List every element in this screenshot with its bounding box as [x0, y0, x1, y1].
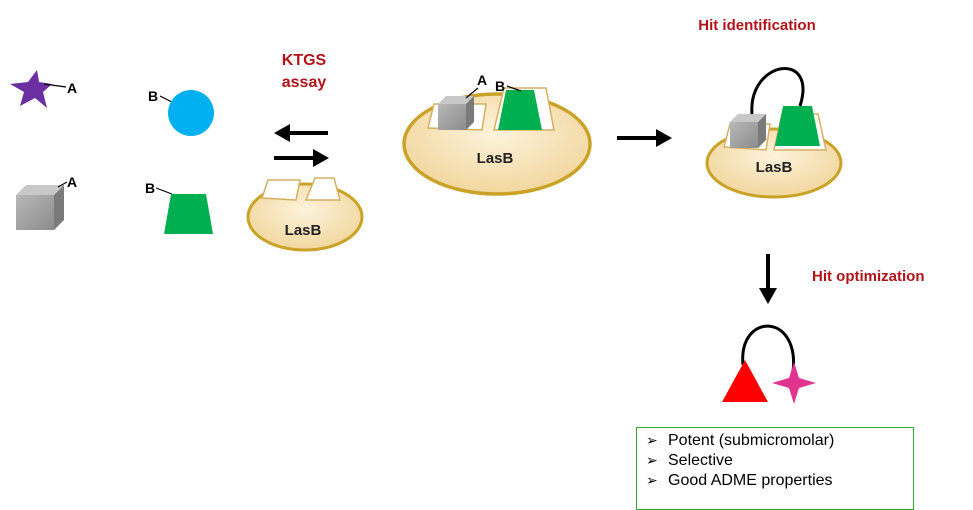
star-icon — [10, 70, 52, 108]
circle-icon — [168, 90, 214, 136]
cube-icon — [438, 96, 474, 130]
fragment-label-a-2: A — [67, 174, 77, 190]
optimized-hit — [722, 324, 816, 404]
property-text: Good ADME properties — [668, 472, 833, 489]
hit-identification-title: Hit identification — [698, 17, 816, 34]
enzyme-label-3: LasB — [756, 159, 793, 176]
hit-optimization-title: Hit optimization — [812, 268, 925, 285]
trapezoid-icon — [775, 106, 820, 146]
trapezoid-icon — [498, 90, 542, 130]
assay-title-line1: KTGS — [282, 52, 327, 69]
enzyme-label-2: LasB — [477, 150, 514, 167]
cube-icon — [16, 185, 64, 230]
property-text: Potent (submicromolar) — [668, 432, 835, 449]
four-point-star-icon — [772, 362, 816, 404]
linker-loop — [750, 67, 805, 115]
arrow-bullet-icon: ➢ — [646, 433, 658, 449]
arrow-bullet-icon: ➢ — [646, 453, 658, 469]
trapezoid-fragment-b: B — [145, 180, 213, 234]
triangle-icon — [722, 360, 768, 402]
assay-title-line2: assay — [282, 74, 327, 91]
ktgs-diagram: A B A B KTGS assay LasB — [10, 17, 925, 404]
property-item: ➢ Potent (submicromolar) — [646, 431, 913, 451]
cube-fragment-a: A — [16, 174, 77, 230]
fragment-label-b: B — [148, 88, 158, 104]
fragment-label-a-3: A — [477, 72, 487, 88]
enzyme-hit: LasB — [705, 67, 843, 199]
enzyme-label-1: LasB — [285, 222, 322, 239]
fragment-label-a: A — [67, 80, 77, 96]
property-item: ➢ Selective — [646, 451, 913, 471]
right-arrow-icon — [617, 129, 672, 147]
arrow-bullet-icon: ➢ — [646, 473, 658, 489]
equilibrium-arrows-icon — [274, 124, 329, 167]
fragment-label-b-2: B — [145, 180, 155, 196]
linker-loop-2 — [741, 324, 795, 373]
enzyme-empty: LasB — [246, 177, 364, 252]
down-arrow-icon — [759, 254, 777, 304]
cube-icon — [730, 114, 766, 148]
fragment-label-b-3: B — [495, 78, 505, 94]
properties-box: ➢ Potent (submicromolar) ➢ Selective ➢ Good… — [636, 427, 914, 510]
circle-fragment-b: B — [148, 88, 214, 136]
star-fragment-a: A — [10, 70, 77, 108]
enzyme-complex: A B LasB — [402, 72, 592, 196]
property-text: Selective — [668, 452, 733, 469]
trapezoid-icon — [164, 194, 213, 234]
property-item: ➢ Good ADME properties — [646, 471, 913, 491]
